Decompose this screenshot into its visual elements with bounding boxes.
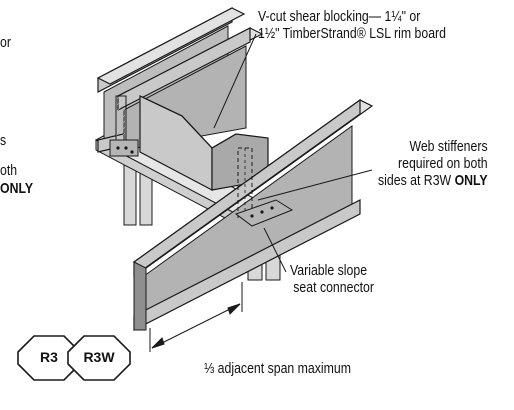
span-maximum-label: ⅓ adjacent span maximum <box>204 360 351 377</box>
web-stiffeners-label: Web stiffeners required on both sides at… <box>378 138 488 189</box>
web-stiffeners-only: ONLY <box>454 172 488 189</box>
left-cut-text-2: s <box>0 132 7 149</box>
front-seat-connector <box>234 199 294 227</box>
shear-blocking-line-2: 1½" TimberStrand® LSL rim board <box>258 25 446 42</box>
leader-lines <box>213 33 373 273</box>
left-cut-text-4: ONLY <box>0 180 34 197</box>
shear-blocking-line-1: V-cut shear blocking— 1¼" or <box>258 8 421 25</box>
web-stiffeners-line-3: sides at R3W ONLY <box>378 172 488 189</box>
r3-badge-label: R3 <box>40 349 58 365</box>
span-dimension <box>149 282 243 352</box>
seat-connector-line-1: Variable slope <box>290 262 368 279</box>
web-stiffeners-line-2: required on both <box>398 155 488 172</box>
seat-connector-line-2: seat connector <box>293 279 374 296</box>
left-seat-connector <box>109 95 139 157</box>
r3w-badge-label: R3W <box>83 349 115 365</box>
seat-connector-label: Variable slope seat connector <box>290 262 374 296</box>
web-stiffeners-line-1: Web stiffeners <box>409 138 488 155</box>
left-cut-text-3: oth <box>0 162 18 179</box>
web-stiffeners-line-3-text: sides at R3W <box>378 172 455 189</box>
left-cut-text-1: or <box>0 34 11 51</box>
r3w-badge-hexagon <box>67 335 131 381</box>
shear-blocking-label: V-cut shear blocking— 1¼" or 1½" TimberS… <box>258 8 446 42</box>
